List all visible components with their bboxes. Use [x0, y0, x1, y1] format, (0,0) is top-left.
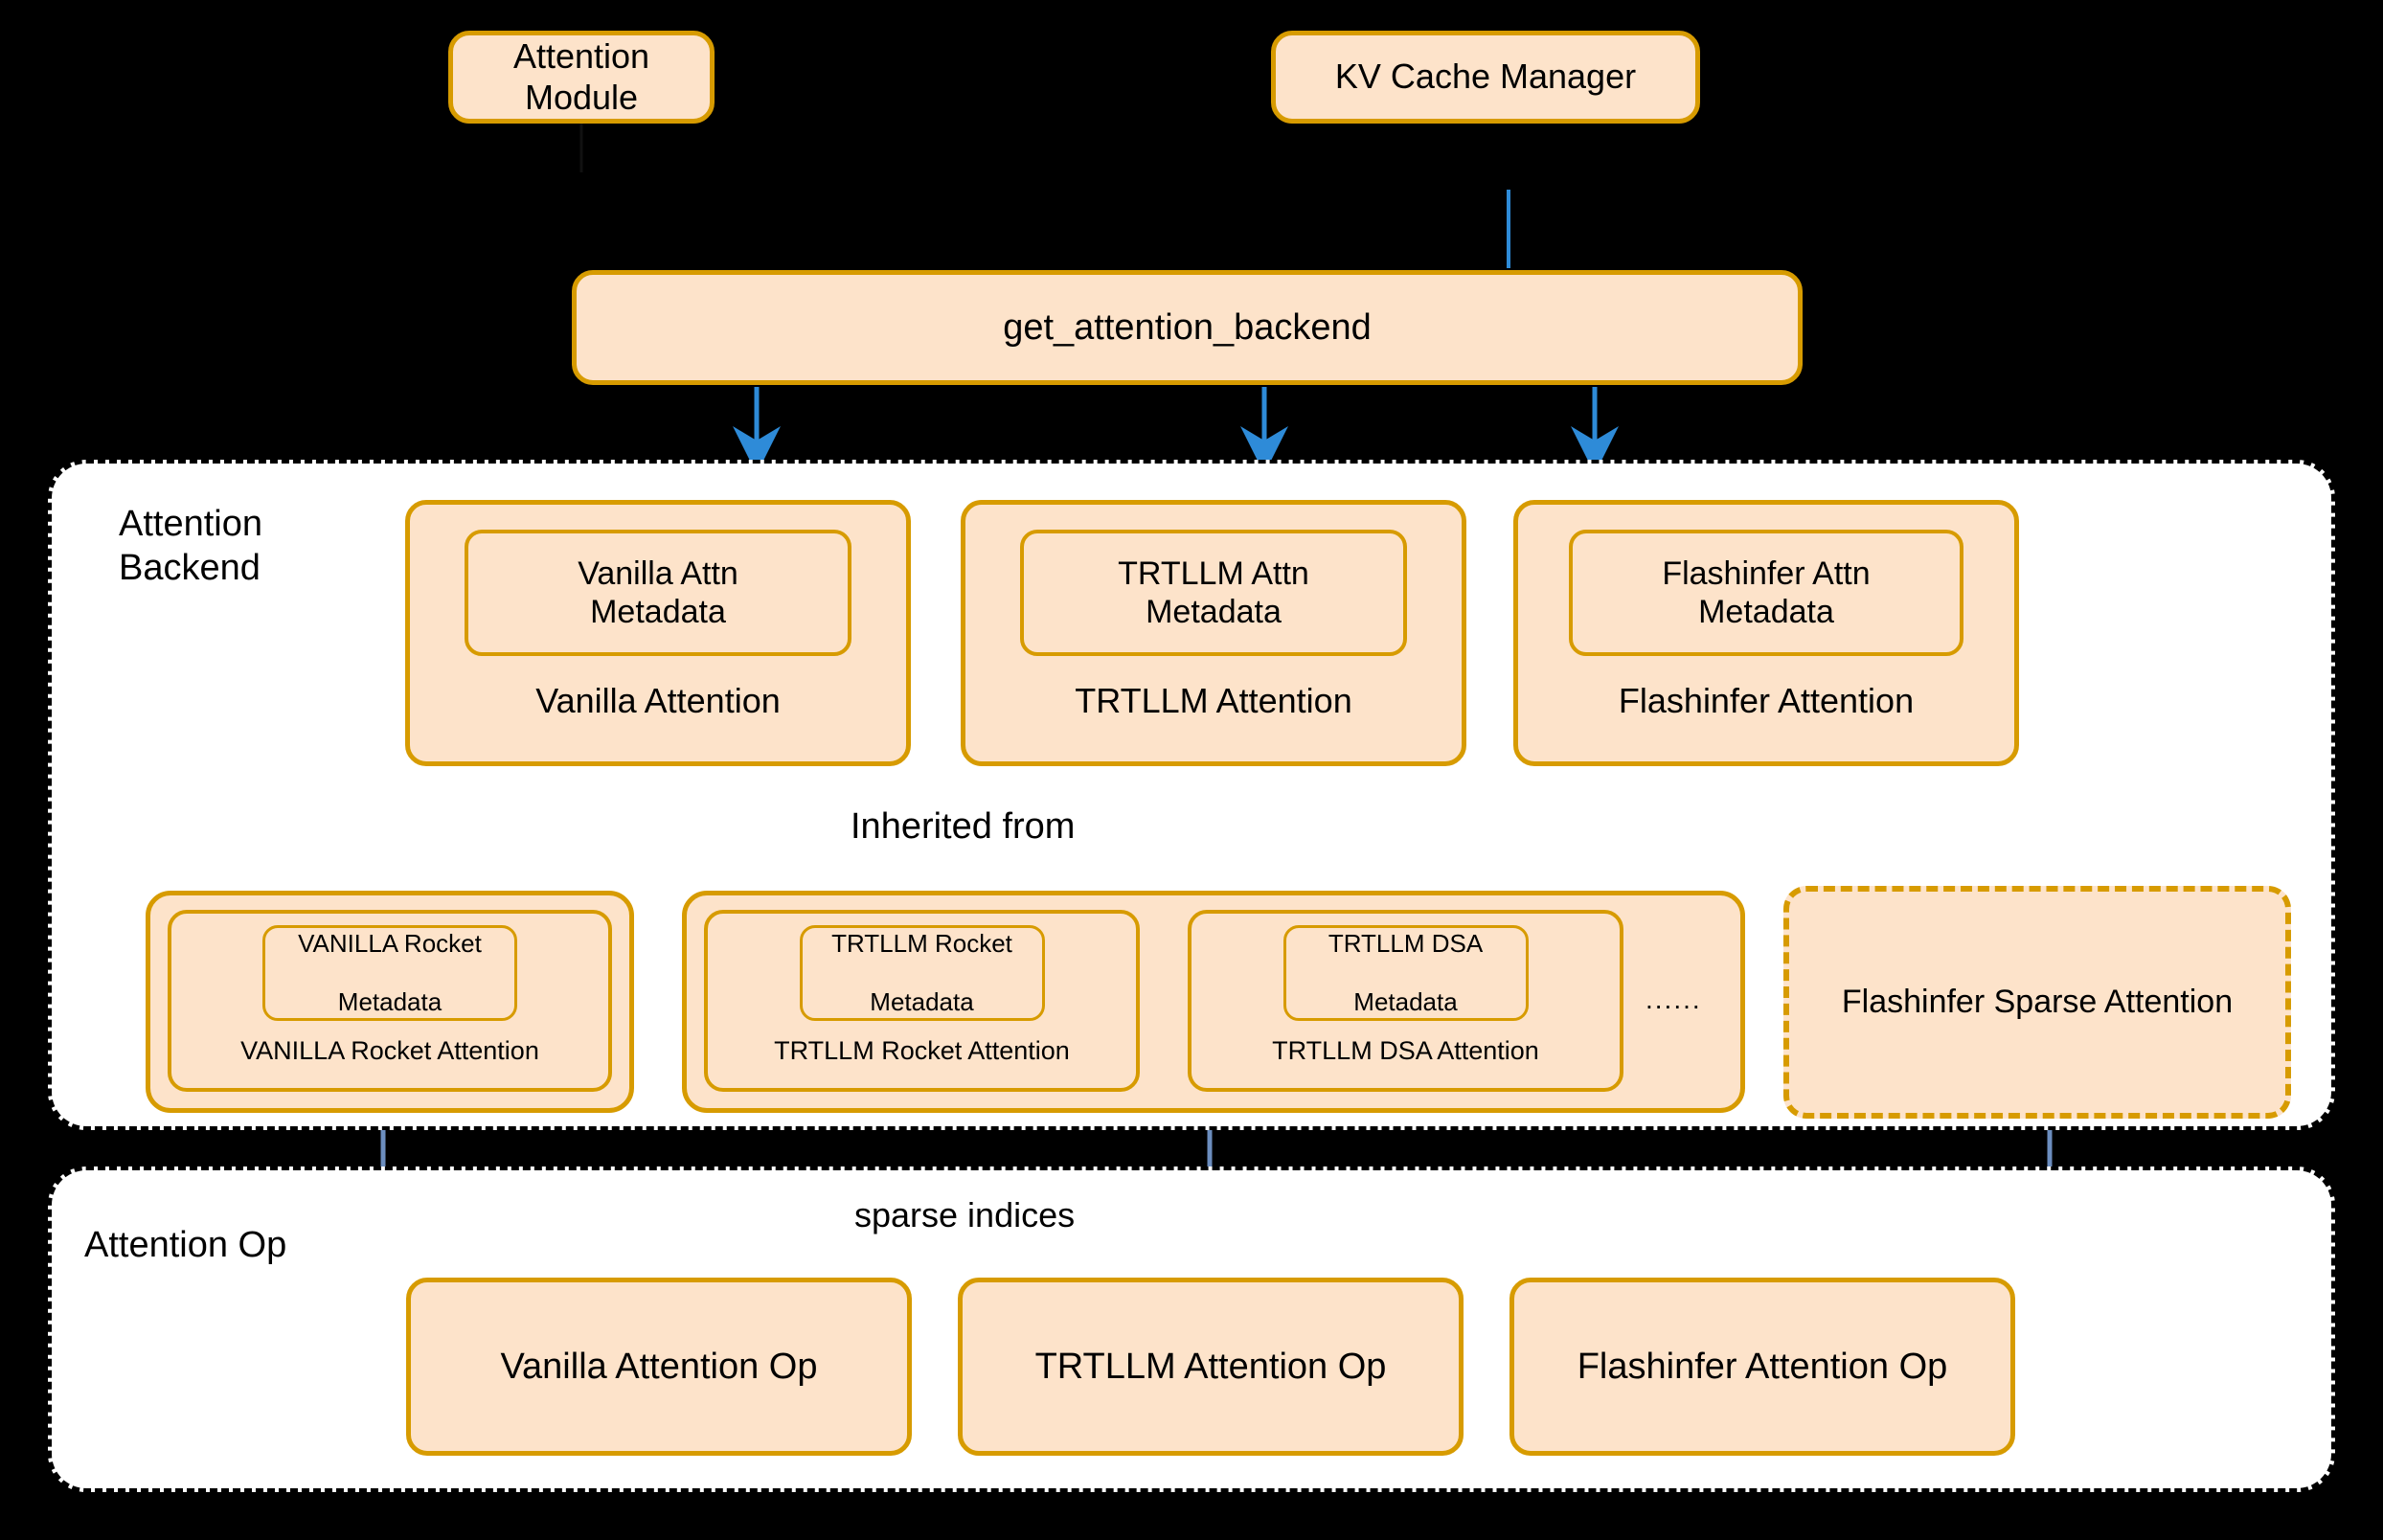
inherited-from-label: Inherited from [851, 806, 1076, 847]
flashinfer-attention-backend-node[interactable]: Flashinfer Attn Metadata Flashinfer Atte… [1513, 500, 2019, 766]
vanilla-attention-backend-label: Vanilla Attention [535, 681, 781, 720]
get-attention-backend-label: get_attention_backend [1003, 306, 1372, 348]
trtllm-rocket-attention-node[interactable]: TRTLLM Rocket Metadata TRTLLM Rocket Att… [704, 910, 1140, 1092]
more-backends-ellipsis: ...... [1645, 985, 1702, 1014]
trtllm-dsa-metadata-label: TRTLLM DSA Metadata [1328, 928, 1484, 1017]
trtllm-rocket-metadata-node[interactable]: TRTLLM Rocket Metadata [799, 925, 1045, 1021]
trtllm-rocket-metadata-label: TRTLLM Rocket Metadata [831, 928, 1012, 1017]
vanilla-attn-metadata-label: Vanilla Attn Metadata [578, 555, 738, 630]
vanilla-attention-backend-node[interactable]: Vanilla Attn Metadata Vanilla Attention [405, 500, 911, 766]
attention-module-label: Attention Module [512, 36, 650, 117]
kv-cache-manager-node[interactable]: KV Cache Manager [1271, 31, 1700, 124]
trtllm-attn-metadata-label: TRTLLM Attn Metadata [1118, 555, 1309, 630]
attention-backend-group-label: Attention Backend [119, 504, 262, 588]
vanilla-attention-op-label: Vanilla Attention Op [500, 1346, 818, 1387]
trtllm-dsa-attention-node[interactable]: TRTLLM DSA Metadata TRTLLM DSA Attention [1188, 910, 1623, 1092]
flashinfer-attn-metadata-node[interactable]: Flashinfer Attn Metadata [1569, 530, 1963, 656]
trtllm-dsa-metadata-node[interactable]: TRTLLM DSA Metadata [1282, 925, 1529, 1021]
sparse-indices-edge-label: sparse indices [854, 1195, 1076, 1234]
vanilla-rocket-metadata-label: VANILLA Rocket Metadata [298, 928, 482, 1017]
attention-op-group-label: Attention Op [84, 1225, 287, 1265]
attention-module-node[interactable]: Attention Module [448, 31, 715, 124]
vanilla-attention-op-node[interactable]: Vanilla Attention Op [406, 1278, 912, 1456]
kv-cache-manager-label: KV Cache Manager [1334, 57, 1637, 97]
flashinfer-attention-backend-label: Flashinfer Attention [1618, 681, 1915, 720]
flashinfer-attention-op-node[interactable]: Flashinfer Attention Op [1509, 1278, 2015, 1456]
flashinfer-sparse-attention-node[interactable]: Flashinfer Sparse Attention [1783, 886, 2291, 1119]
get-attention-backend-node[interactable]: get_attention_backend [572, 270, 1803, 385]
vanilla-rocket-attention-label: VANILLA Rocket Attention [240, 1036, 539, 1065]
trtllm-attention-backend-node[interactable]: TRTLLM Attn Metadata TRTLLM Attention [961, 500, 1466, 766]
trtllm-attention-op-node[interactable]: TRTLLM Attention Op [958, 1278, 1464, 1456]
flashinfer-attn-metadata-label: Flashinfer Attn Metadata [1662, 555, 1871, 630]
flashinfer-sparse-attention-label: Flashinfer Sparse Attention [1841, 984, 2234, 1021]
trtllm-attention-op-label: TRTLLM Attention Op [1034, 1346, 1387, 1387]
trtllm-dsa-attention-label: TRTLLM DSA Attention [1272, 1036, 1539, 1065]
flashinfer-attention-op-label: Flashinfer Attention Op [1577, 1346, 1948, 1387]
vanilla-rocket-metadata-node[interactable]: VANILLA Rocket Metadata [262, 925, 517, 1021]
vanilla-rocket-attention-node[interactable]: VANILLA Rocket Metadata VANILLA Rocket A… [168, 910, 612, 1092]
trtllm-attn-metadata-node[interactable]: TRTLLM Attn Metadata [1020, 530, 1407, 656]
trtllm-attention-backend-label: TRTLLM Attention [1075, 681, 1352, 720]
trtllm-rocket-attention-label: TRTLLM Rocket Attention [774, 1036, 1070, 1065]
vanilla-attn-metadata-node[interactable]: Vanilla Attn Metadata [465, 530, 851, 656]
